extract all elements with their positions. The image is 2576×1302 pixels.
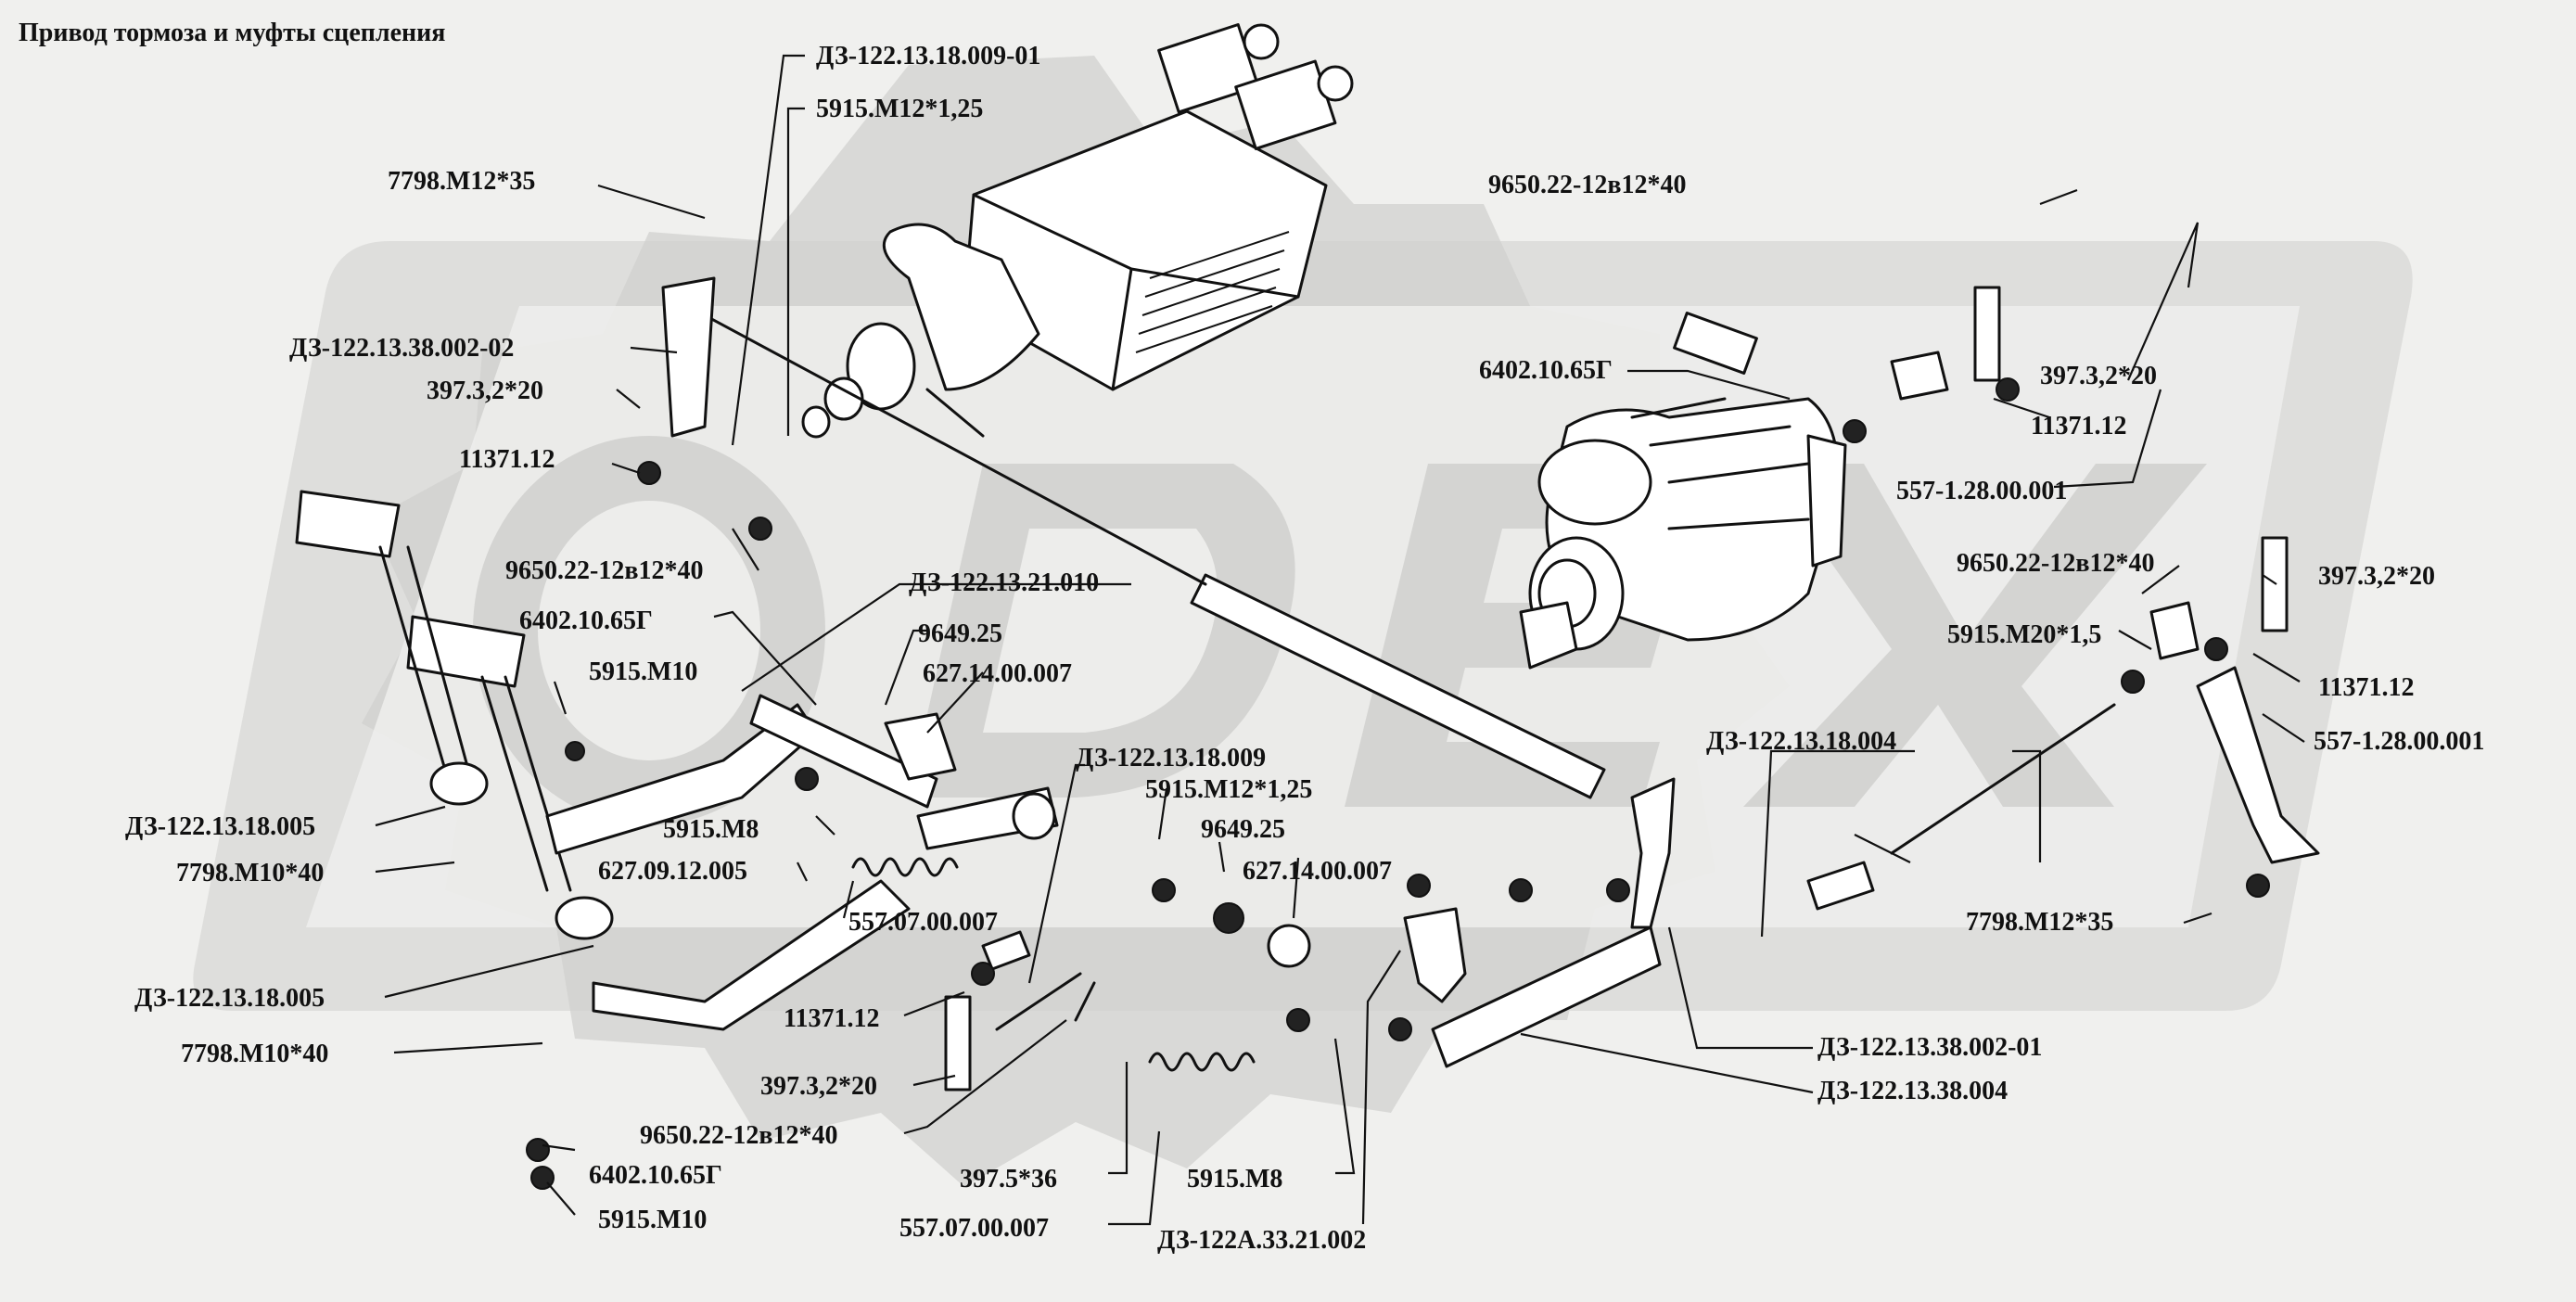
callout-label: 627.14.00.007 (1243, 857, 1392, 886)
callout-label: 6402.10.65Г (1479, 356, 1613, 385)
callout-label: 627.09.12.005 (598, 857, 747, 886)
callout-label: 9650.22-12в12*40 (1488, 171, 1686, 199)
springs (851, 857, 1256, 1072)
callout-label: ДЗ-122.13.18.009 (1076, 744, 1266, 772)
small-hardware (526, 286, 2289, 1190)
diagram-title: Привод тормоза и муфты сцепления (19, 19, 445, 47)
callout-label: 397.5*36 (960, 1165, 1057, 1194)
callout-label: 397.3,2*20 (2318, 562, 2435, 591)
callout-label: 557.07.00.007 (899, 1214, 1049, 1243)
clutch-cylinder-assembly (1519, 397, 1847, 670)
callout-label: ДЗ-122А.33.21.002 (1157, 1226, 1366, 1255)
callout-label: ДЗ-122.13.18.005 (125, 812, 315, 841)
callout-label: ДЗ-122.13.18.004 (1706, 727, 1896, 756)
callout-label: 5915.М12*1,25 (1145, 775, 1312, 804)
brake-valve-assembly (801, 23, 1354, 439)
callout-label: 11371.12 (784, 1004, 879, 1033)
callout-label: 11371.12 (2031, 412, 2126, 440)
callout-label: 5915.М20*1,5 (1947, 620, 2101, 649)
callout-label: 557-1.28.00.001 (2314, 727, 2484, 756)
callout-label: 11371.12 (459, 445, 555, 474)
callout-label: 5915.М10 (589, 657, 697, 686)
callout-label: 5915.М10 (598, 1206, 707, 1234)
callout-label: 7798.М10*40 (181, 1040, 328, 1068)
callout-label: 7798.М10*40 (176, 859, 324, 887)
right-levers (661, 276, 2320, 1068)
callout-label: 9649.25 (918, 619, 1002, 648)
callout-label: 5915.М8 (1187, 1165, 1282, 1194)
callout-label: 5915.М12*1,25 (816, 95, 983, 123)
pedals (295, 490, 614, 940)
callout-label: 9650.22-12в12*40 (640, 1121, 837, 1150)
callout-label: ДЗ-122.13.18.009-01 (816, 42, 1040, 70)
callout-label: 5915.М8 (663, 815, 759, 844)
callout-label: 9650.22-12в12*40 (1957, 549, 2154, 578)
callout-label: 9650.22-12в12*40 (505, 556, 703, 585)
callout-label: 7798.М12*35 (388, 167, 535, 196)
callout-labels: ДЗ-122.13.18.009-01 5915.М12*1,25 7798.М… (125, 42, 2484, 1255)
pedal-levers (545, 694, 1059, 1031)
callout-label: 11371.12 (2318, 673, 2414, 702)
callout-label: 6402.10.65Г (589, 1161, 722, 1190)
callout-label: 7798.М12*35 (1966, 908, 2113, 937)
callout-label: 397.3,2*20 (2040, 362, 2157, 390)
callout-label: ДЗ-122.13.38.002-01 (1817, 1033, 2042, 1062)
callout-label: 6402.10.65Г (519, 606, 653, 635)
callout-label: ДЗ-122.13.38.004 (1817, 1077, 2008, 1105)
callout-label: 627.14.00.007 (923, 659, 1072, 688)
callout-label: ДЗ-122.13.21.010 (909, 568, 1099, 597)
callout-label: 397.3,2*20 (760, 1072, 877, 1101)
callout-label: 9649.25 (1201, 815, 1285, 844)
leader-lines (375, 54, 2305, 1226)
callout-label: 557.07.00.007 (848, 908, 998, 937)
callout-label: ДЗ-122.13.18.005 (134, 984, 325, 1013)
callout-label: ДЗ-122.13.38.002-02 (289, 334, 514, 363)
watermark-letter-k (1743, 464, 2207, 807)
callout-label: 397.3,2*20 (427, 377, 543, 405)
callout-label: 557-1.28.00.001 (1896, 477, 2067, 505)
